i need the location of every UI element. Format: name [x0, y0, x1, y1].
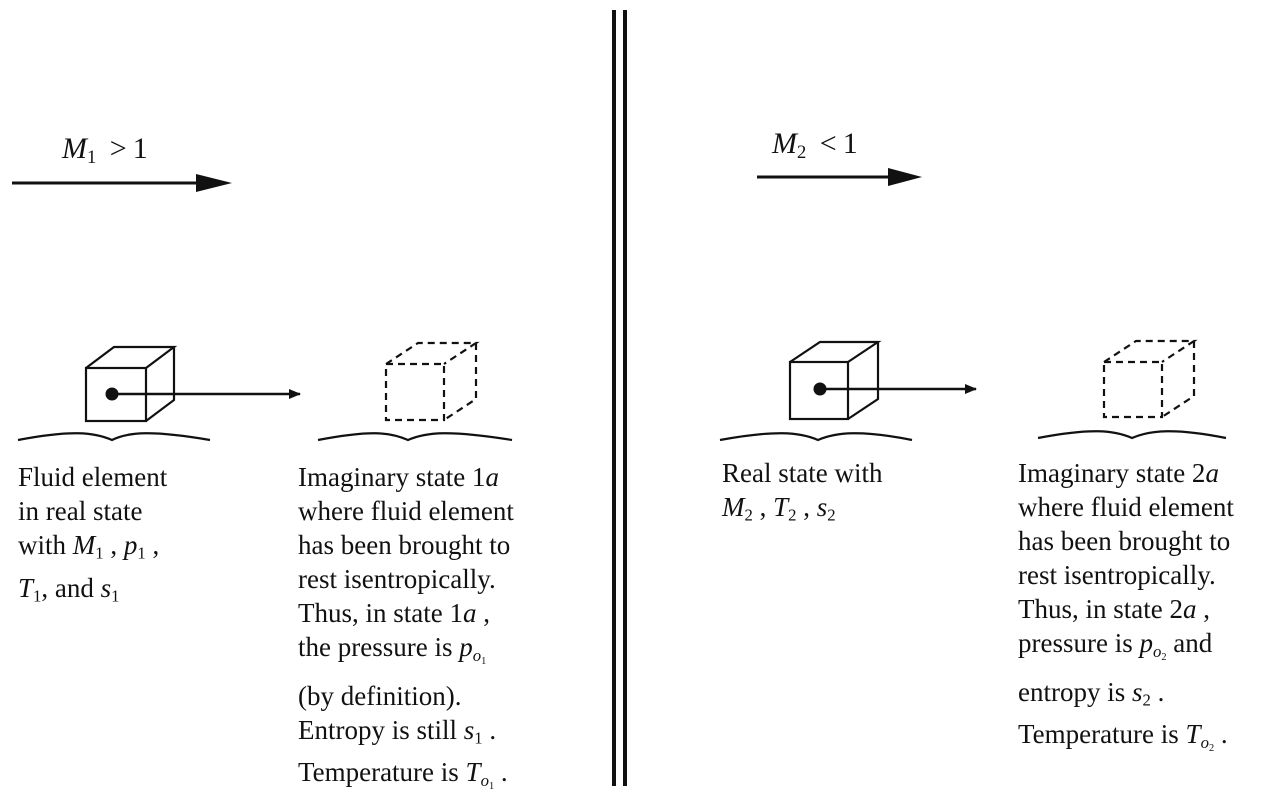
flow-arrow-left — [12, 174, 232, 192]
imaginary-cube-left — [384, 341, 480, 422]
flow-arrow-right — [757, 168, 922, 186]
fluid-element-cube-left — [84, 345, 178, 423]
brace-imaginary-right — [1037, 430, 1227, 440]
fluid-element-cube-right — [788, 340, 882, 421]
caption-real-state-right: Real state with M2 , T2 , s2 — [722, 458, 883, 525]
mach-label-right: M2 <1 — [772, 127, 858, 164]
caption-imaginary-state-right: Imaginary state 2a where fluid element h… — [1018, 458, 1234, 754]
imaginary-cube-right — [1102, 339, 1198, 419]
brace-real-left — [17, 432, 211, 442]
diagram-figure — [12, 10, 1227, 786]
mach-label-left: M1 >1 — [62, 132, 148, 169]
caption-imaginary-state-left: Imaginary state 1a where fluid element h… — [298, 462, 514, 792]
caption-real-state-left: Fluid element in real state with M1 , p1… — [18, 462, 168, 606]
brace-imaginary-left — [317, 432, 513, 442]
brace-real-right — [719, 432, 913, 442]
